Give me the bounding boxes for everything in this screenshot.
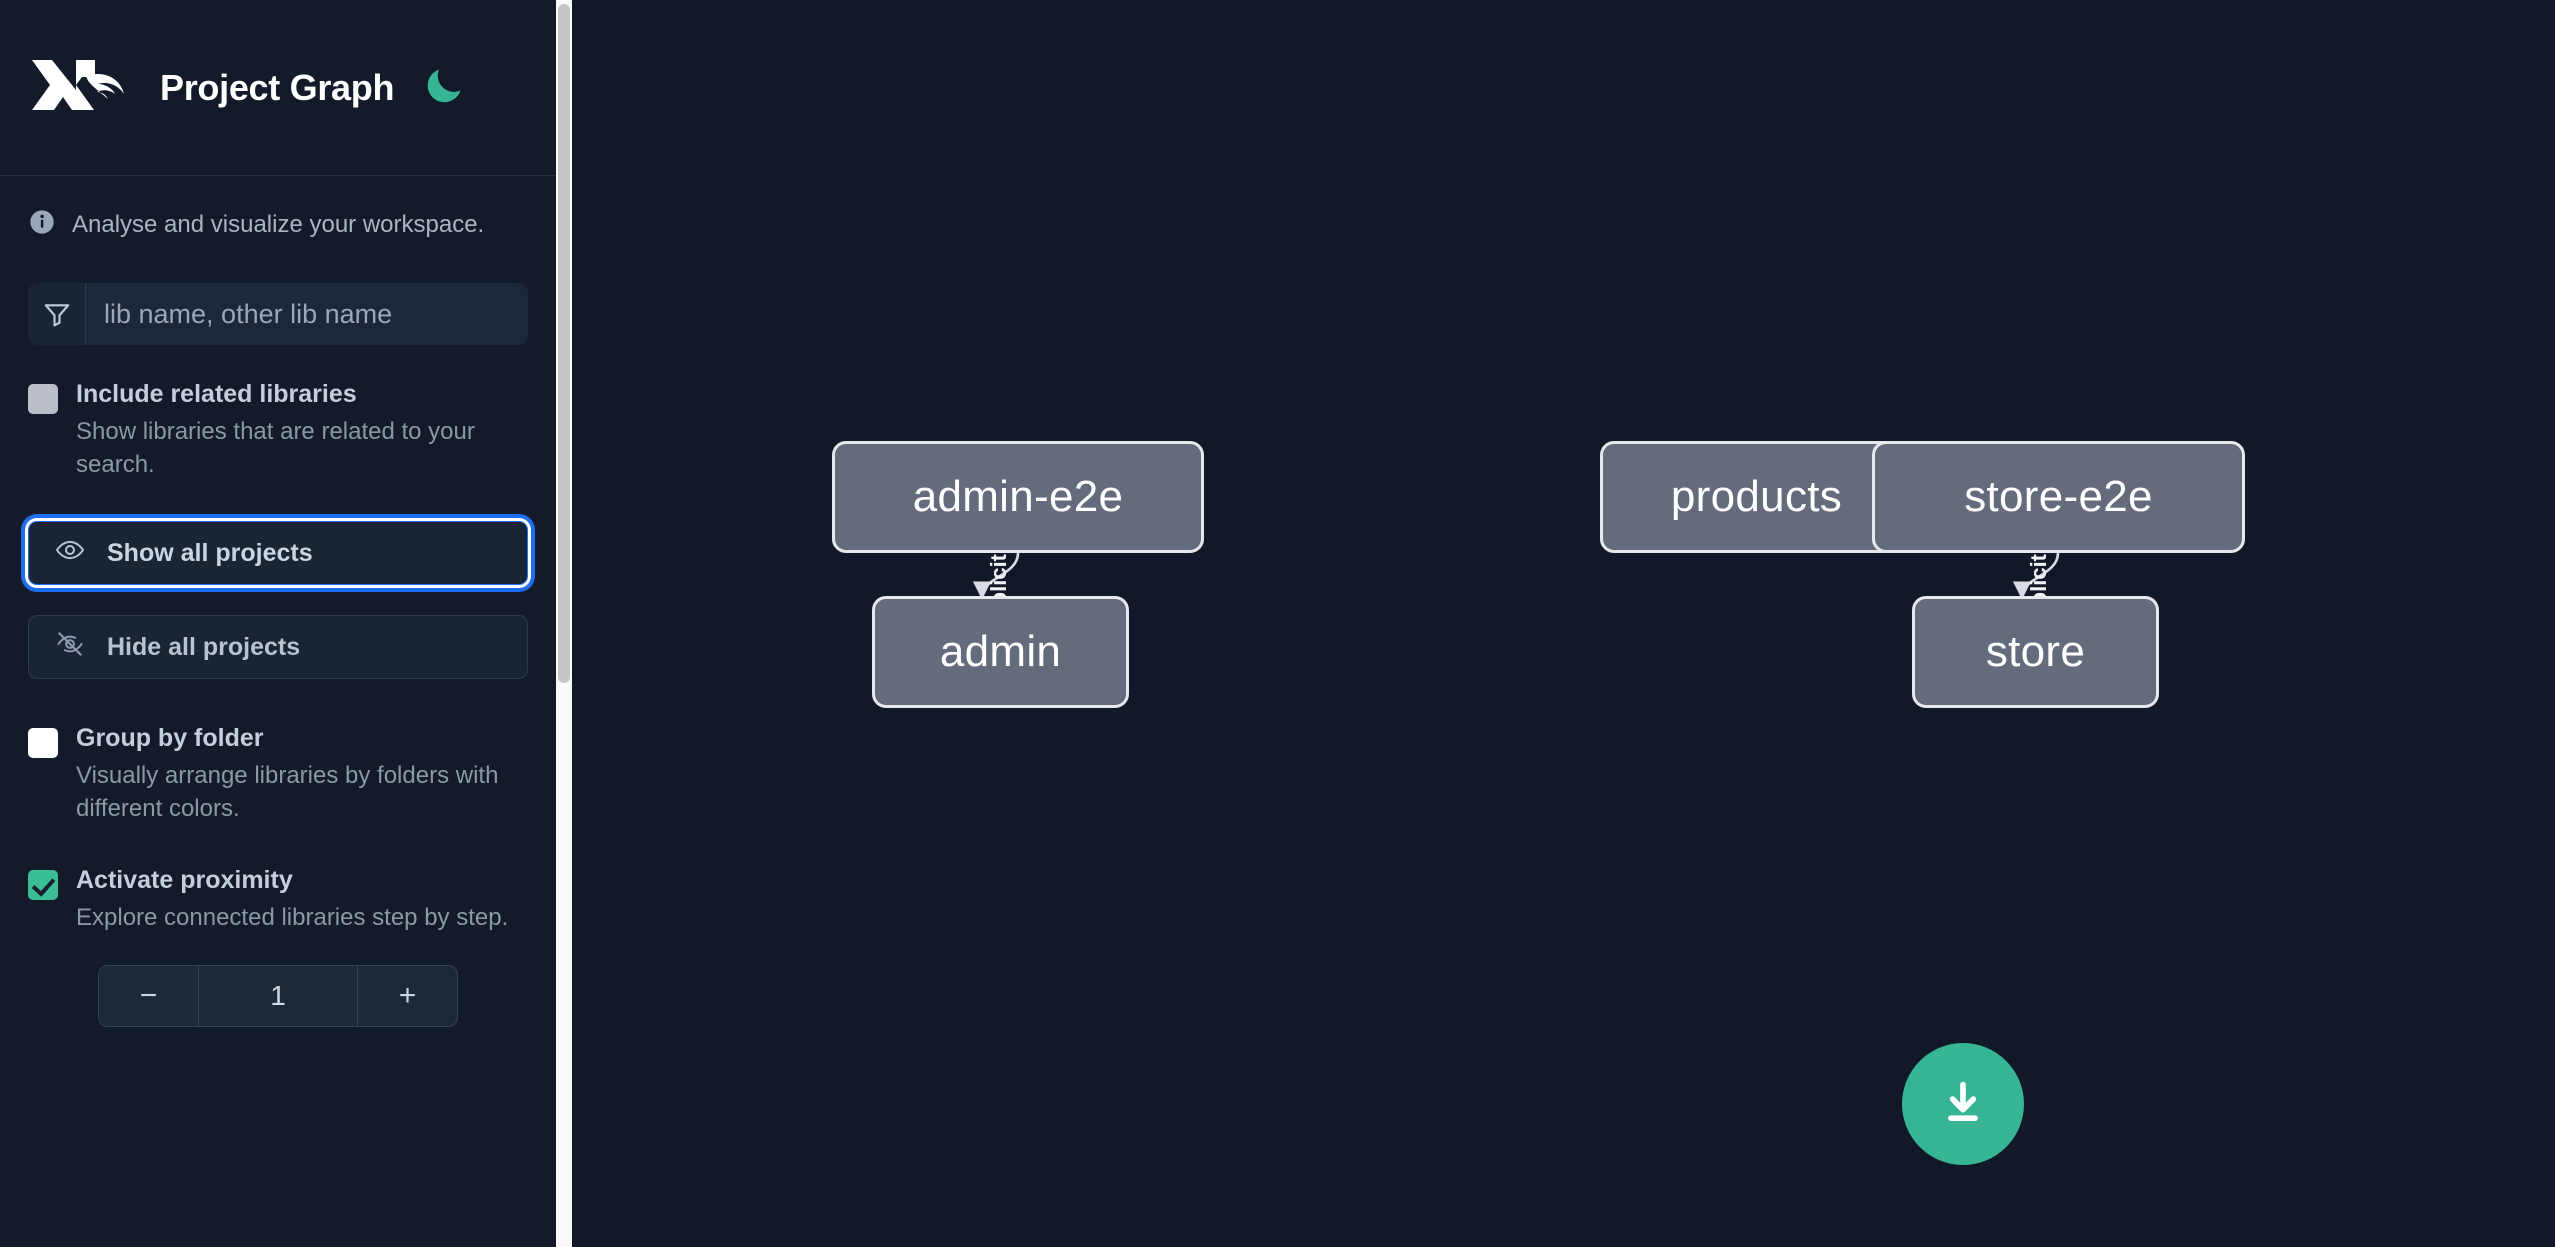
nx-logo-icon [28, 54, 126, 122]
graph-node-admin[interactable]: admin [872, 596, 1129, 708]
proximity-value: 1 [199, 965, 357, 1026]
graph-node-admin-e2e[interactable]: admin-e2e [832, 441, 1204, 553]
theme-toggle-button[interactable] [418, 62, 470, 114]
checkbox-group-by-folder[interactable] [28, 728, 58, 759]
proximity-increment-button[interactable]: + [357, 965, 457, 1026]
graph-node-products[interactable]: products [1600, 441, 1913, 553]
graph-canvas[interactable]: implicit implicit admin-e2e common-ui pr… [572, 0, 2555, 1247]
edge-store-e2e-to-store [2012, 552, 2060, 600]
page-title: Project Graph [160, 66, 395, 108]
show-all-projects-label: Show all projects [107, 538, 313, 567]
option-label: Group by folder [76, 724, 264, 753]
checkbox-activate-proximity[interactable] [28, 870, 58, 901]
option-label: Include related libraries [76, 380, 357, 408]
option-description: Show libraries that are related to your … [76, 418, 475, 479]
sidebar-scrollbar-thumb[interactable] [558, 4, 570, 683]
edge-admin-e2e-to-admin [972, 552, 1020, 600]
checkbox-include-related-libraries[interactable] [28, 384, 58, 414]
moon-icon [423, 65, 465, 110]
download-icon [1937, 1077, 1989, 1132]
graph-edges [972, 552, 2060, 600]
sidebar-blurb: Analyse and visualize your workspace. [0, 176, 556, 271]
download-graph-button[interactable] [1902, 1043, 2024, 1165]
funnel-icon [28, 283, 86, 345]
filter-input-wrapper[interactable] [28, 283, 528, 345]
hide-all-projects-button[interactable]: Hide all projects [28, 615, 528, 680]
sidebar-body: Include related libraries Show libraries… [0, 283, 556, 1027]
graph-node-store[interactable]: store [1912, 596, 2159, 708]
eye-off-icon [55, 629, 85, 666]
proximity-decrement-button[interactable]: − [99, 965, 199, 1026]
show-all-projects-button[interactable]: Show all projects [28, 521, 528, 586]
option-label: Activate proximity [76, 866, 293, 895]
eye-icon [55, 535, 85, 572]
graph-node-store-e2e[interactable]: store-e2e [1872, 441, 2245, 553]
option-description: Explore connected libraries step by step… [76, 904, 509, 932]
sidebar-blurb-text: Analyse and visualize your workspace. [72, 210, 485, 238]
visibility-buttons: Show all projects Hide all projects [28, 521, 528, 680]
option-group-by-folder[interactable]: Group by folder Visually arrange librari… [28, 723, 528, 825]
option-description: Visually arrange libraries by folders wi… [76, 762, 499, 823]
hide-all-projects-label: Hide all projects [107, 632, 301, 661]
sidebar-header: Project Graph [0, 0, 556, 176]
option-activate-proximity[interactable]: Activate proximity Explore connected lib… [28, 865, 528, 934]
option-include-related-libraries[interactable]: Include related libraries Show libraries… [28, 379, 528, 481]
sidebar: Project Graph Analyse and visualize your… [0, 0, 556, 1247]
proximity-stepper[interactable]: − 1 + [98, 964, 458, 1027]
search-input[interactable] [86, 283, 528, 345]
info-icon [28, 208, 56, 241]
